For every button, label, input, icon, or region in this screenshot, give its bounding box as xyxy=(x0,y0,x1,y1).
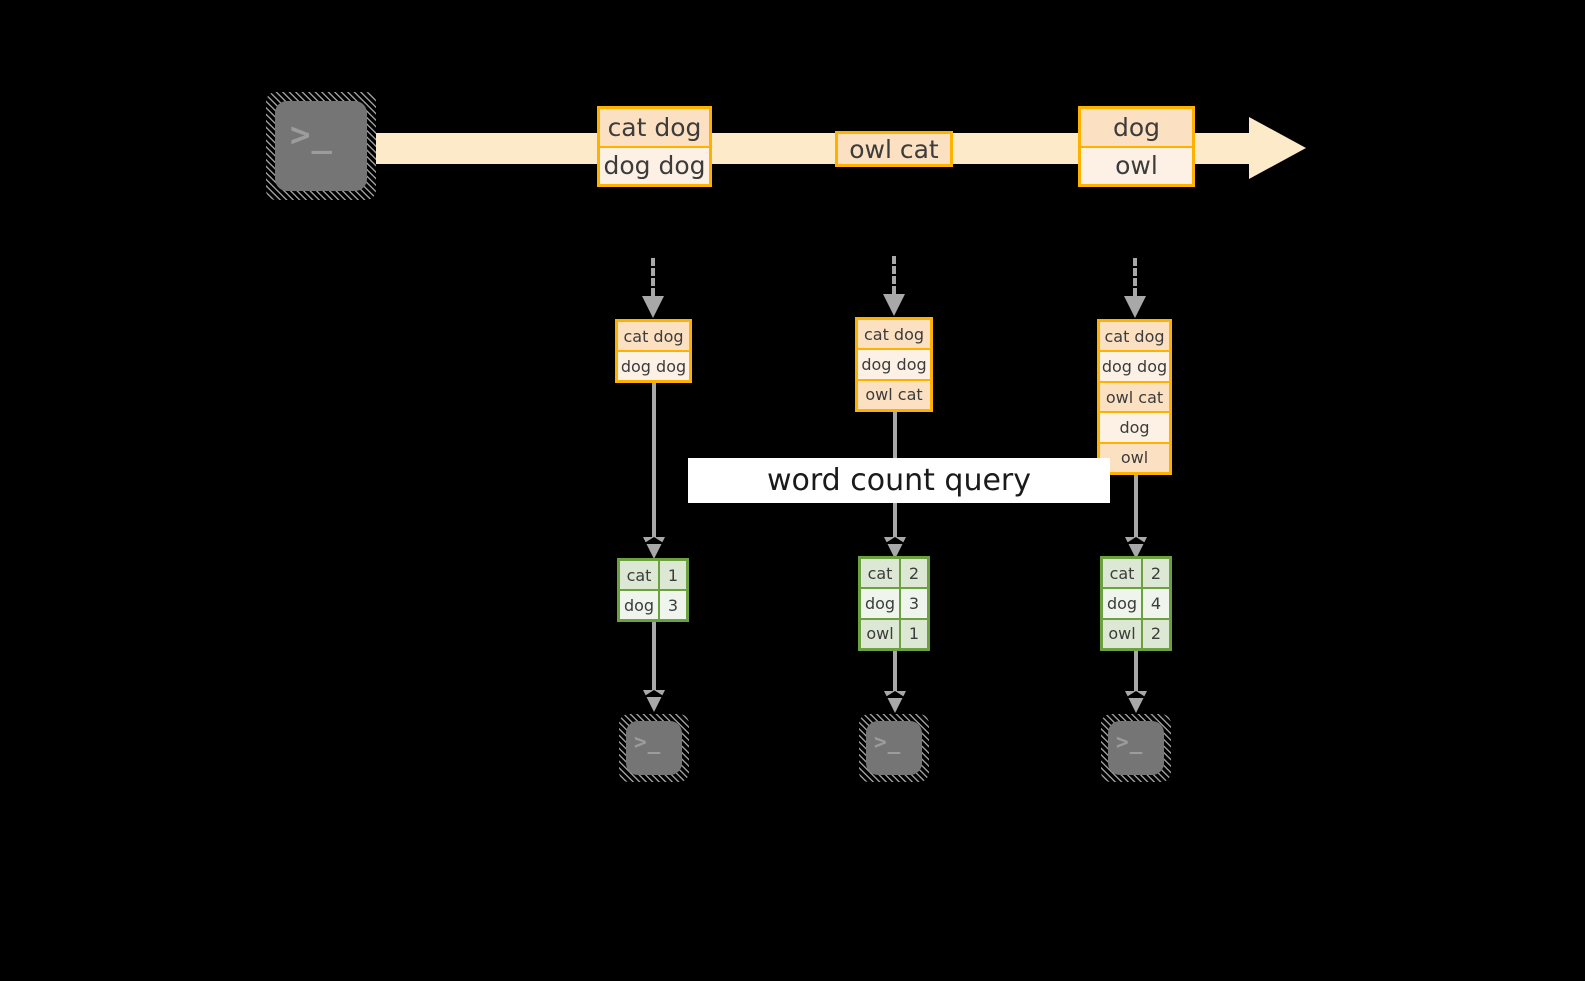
result-word: dog xyxy=(861,589,899,618)
record-line: cat dog xyxy=(600,109,709,146)
state-snapshot-box: cat dog dog dog xyxy=(615,319,692,383)
terminal-plate xyxy=(275,101,367,191)
result-count: 1 xyxy=(901,619,927,648)
table-row: cat 2 xyxy=(1103,559,1169,588)
result-table: cat 1 dog 3 xyxy=(617,558,689,622)
state-line: dog dog xyxy=(618,352,689,380)
stream-timeline-arrowhead xyxy=(1249,117,1306,179)
state-line: dog xyxy=(1100,413,1169,442)
result-word: owl xyxy=(861,619,899,648)
state-line: dog dog xyxy=(858,350,930,379)
state-snapshot-box: cat dog dog dog owl cat xyxy=(855,317,933,412)
sink-terminal-icon: >_ xyxy=(619,714,689,782)
table-row: cat 2 xyxy=(861,559,927,588)
stream-record: owl cat xyxy=(835,131,953,167)
result-to-sink-arrow xyxy=(1125,651,1147,715)
sink-terminal-icon: >_ xyxy=(859,714,929,782)
state-line: owl cat xyxy=(1100,382,1169,412)
terminal-plate xyxy=(1108,721,1164,775)
state-line: cat dog xyxy=(858,320,930,349)
record-line: dog dog xyxy=(600,147,709,184)
result-table: cat 2 dog 3 owl 1 xyxy=(858,556,930,651)
sink-terminal-icon: >_ xyxy=(1101,714,1171,782)
terminal-prompt-icon: >_ xyxy=(290,115,333,155)
state-line: owl cat xyxy=(858,380,930,409)
terminal-plate xyxy=(866,721,922,775)
terminal-prompt-icon: >_ xyxy=(634,730,662,754)
table-row: dog 3 xyxy=(861,589,927,618)
result-table: cat 2 dog 4 owl 2 xyxy=(1100,556,1172,651)
source-terminal-icon: >_ xyxy=(266,92,376,200)
table-row: dog 4 xyxy=(1103,589,1169,618)
result-to-sink-arrow xyxy=(643,622,665,714)
result-count: 3 xyxy=(660,591,686,619)
stream-to-state-arrow xyxy=(1124,258,1146,318)
state-line: cat dog xyxy=(1100,322,1169,351)
query-label-text: word count query xyxy=(766,463,1032,498)
result-count: 3 xyxy=(901,589,927,618)
result-count: 1 xyxy=(660,561,686,589)
terminal-prompt-icon: >_ xyxy=(1116,730,1144,754)
stream-to-state-arrow xyxy=(883,256,905,316)
terminal-prompt-icon: >_ xyxy=(874,730,902,754)
result-count: 2 xyxy=(1143,559,1169,588)
result-word: dog xyxy=(620,591,658,619)
table-row: cat 1 xyxy=(620,561,686,589)
result-count: 2 xyxy=(1143,619,1169,648)
result-count: 4 xyxy=(1143,589,1169,618)
result-word: owl xyxy=(1103,619,1141,648)
state-to-result-arrow xyxy=(643,383,665,561)
terminal-plate xyxy=(626,721,682,775)
table-row: owl 1 xyxy=(861,619,927,648)
query-label-band: word count query xyxy=(688,458,1110,503)
stream-record: dog owl xyxy=(1078,106,1195,187)
result-to-sink-arrow xyxy=(884,651,906,715)
result-word: cat xyxy=(620,561,658,589)
stream-record: cat dog dog dog xyxy=(597,106,712,187)
record-line: dog xyxy=(1081,109,1192,146)
result-count: 2 xyxy=(901,559,927,588)
record-line: owl xyxy=(1081,147,1192,184)
result-word: cat xyxy=(1103,559,1141,588)
table-row: owl 2 xyxy=(1103,619,1169,648)
record-line: owl cat xyxy=(838,134,950,164)
state-to-result-arrow xyxy=(1125,475,1147,559)
state-line: cat dog xyxy=(618,322,689,350)
stream-to-state-arrow xyxy=(642,258,664,318)
state-snapshot-box: cat dog dog dog owl cat dog owl xyxy=(1097,319,1172,475)
result-word: dog xyxy=(1103,589,1141,618)
result-word: cat xyxy=(861,559,899,588)
state-line: dog dog xyxy=(1100,352,1169,381)
state-line: owl xyxy=(1100,443,1169,473)
table-row: dog 3 xyxy=(620,591,686,619)
